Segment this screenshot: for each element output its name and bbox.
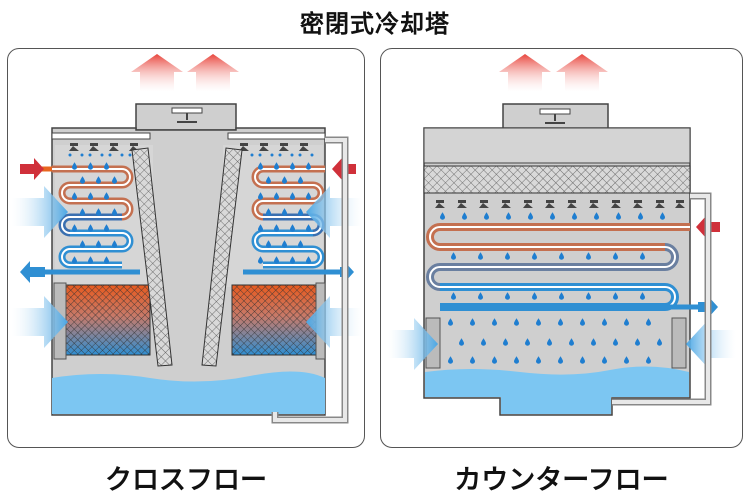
exhaust-arrow-icon bbox=[131, 54, 183, 92]
fan-icon bbox=[539, 108, 571, 124]
air-flow-arrow-icon bbox=[388, 318, 438, 370]
water-basin bbox=[425, 366, 689, 414]
water-basin bbox=[52, 371, 325, 414]
exhaust-arrow-icon bbox=[556, 54, 608, 92]
eliminator bbox=[131, 147, 173, 367]
page-title: 密閉式冷却塔 bbox=[300, 10, 450, 38]
counterflow-caption: カウンターフロー bbox=[454, 465, 669, 496]
fan-icon bbox=[171, 107, 203, 123]
crossflow-caption: クロスフロー bbox=[105, 465, 267, 496]
eliminator bbox=[423, 165, 691, 194]
crossflow-tower bbox=[12, 54, 362, 424]
casing bbox=[423, 127, 691, 416]
counterflow-tower bbox=[388, 54, 736, 416]
outlet-arrow-icon bbox=[20, 261, 45, 283]
air-flow-arrow-icon bbox=[12, 186, 68, 238]
spray-nozzle-icon bbox=[435, 200, 685, 208]
air-flow-arrow-icon bbox=[12, 296, 68, 348]
spray-nozzle-icon bbox=[69, 143, 309, 151]
exhaust-arrow-icon bbox=[187, 54, 239, 92]
exhaust-arrow-icon bbox=[499, 54, 551, 92]
inlet-arrow-icon bbox=[20, 158, 44, 180]
eliminator bbox=[201, 147, 243, 367]
